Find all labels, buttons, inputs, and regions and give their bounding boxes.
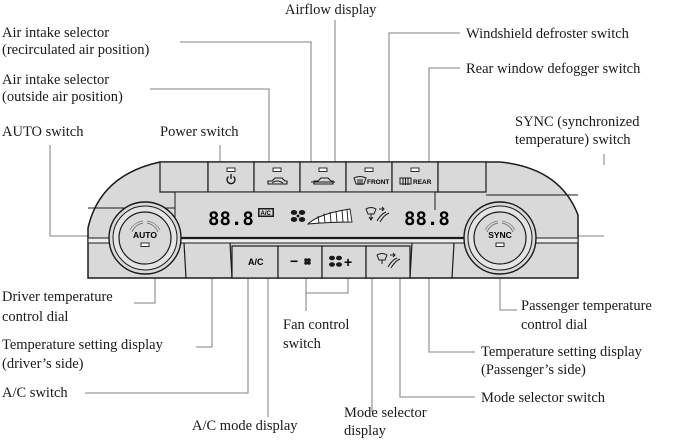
recirc-led	[272, 167, 282, 172]
leader-ac-switch	[85, 275, 249, 394]
rear-defogger-button[interactable]	[391, 161, 439, 193]
power-led	[226, 167, 236, 172]
recirculated-air-icon	[267, 177, 288, 185]
leader-driver-dial	[134, 268, 156, 304]
label-temp-driver-1: Temperature setting display	[2, 337, 163, 353]
mode-selector-display-icon	[365, 206, 390, 223]
ac-button[interactable]	[231, 245, 279, 279]
rear-defogger-icon	[399, 177, 412, 185]
leader-fan-control	[305, 270, 349, 311]
rear-defog-led	[410, 167, 420, 172]
label-air-intake-recirc-1: Air intake selector	[2, 25, 110, 41]
outside-air-button[interactable]	[299, 161, 347, 193]
mode-selector-button[interactable]	[365, 245, 411, 279]
blank-button-right	[437, 161, 487, 193]
label-auto-switch: AUTO switch	[2, 124, 84, 140]
label-air-intake-recirc-2: (recirculated air position)	[2, 42, 150, 58]
auto-button[interactable]: AUTO	[133, 230, 157, 240]
label-rear-defogger: Rear window defogger switch	[466, 61, 641, 77]
label-air-intake-outside-1: Air intake selector	[2, 72, 110, 88]
label-temp-driver-2: (driver’s side)	[2, 356, 84, 372]
label-passenger-dial-2: control dial	[521, 317, 588, 333]
rear-label: REAR	[413, 179, 432, 186]
label-air-intake-outside-2: (outside air position)	[2, 89, 123, 105]
label-sync-1: SYNC (synchronized	[515, 114, 640, 130]
mode-airflow-icon	[376, 252, 401, 269]
recirculated-air-button[interactable]	[253, 161, 301, 193]
fan-plus-sign: +	[344, 254, 352, 270]
fan-large-icon	[329, 255, 342, 267]
airflow-level-bar	[306, 208, 353, 225]
fan-small-icon	[304, 258, 311, 265]
leader-mode-switch	[399, 268, 475, 398]
passenger-temperature-dial[interactable]	[463, 201, 537, 275]
ac-indicator-text: A/C	[261, 211, 272, 217]
label-temp-passenger-2: (Passenger’s side)	[481, 362, 586, 378]
leader-outside	[150, 88, 270, 165]
windshield-defroster-button[interactable]	[345, 161, 393, 193]
label-airflow-display: Airflow display	[285, 2, 377, 18]
label-fan-control-2: switch	[283, 336, 321, 352]
fan-icon	[290, 210, 306, 222]
sync-led	[495, 242, 505, 247]
blank-button-left	[159, 161, 209, 193]
leader-recirc	[180, 41, 312, 165]
front-label: FRONT	[367, 179, 389, 186]
label-mode-selector-display-1: Mode selector	[344, 405, 427, 421]
label-ac-mode-display: A/C mode display	[192, 418, 298, 434]
outside-led	[318, 167, 328, 172]
driver-temp-display: 88.8	[208, 208, 254, 230]
outside-air-icon	[311, 177, 335, 185]
passenger-temp-display: 88.8	[404, 208, 450, 230]
fan-decrease-button[interactable]	[277, 245, 323, 279]
label-temp-passenger-1: Temperature setting display	[481, 344, 642, 360]
label-mode-selector-display-2: display	[344, 423, 386, 439]
sync-button[interactable]: SYNC	[488, 230, 512, 240]
label-passenger-dial-1: Passenger temperature	[521, 298, 652, 314]
driver-temperature-dial[interactable]	[108, 201, 182, 275]
label-sync-2: temperature) switch	[515, 132, 631, 148]
ac-button-text: A/C	[248, 257, 264, 267]
label-fan-control-1: Fan control	[283, 317, 350, 333]
label-mode-selector-switch: Mode selector switch	[481, 390, 606, 406]
leader-passenger-dial	[499, 268, 517, 311]
label-driver-dial-2: control dial	[2, 309, 69, 325]
label-driver-dial-1: Driver temperature	[2, 289, 113, 305]
leader-front-defrost	[388, 32, 460, 165]
auto-led	[140, 242, 150, 247]
label-ac-switch: A/C switch	[2, 385, 68, 401]
windshield-defroster-icon	[353, 176, 367, 185]
leader-rear-defog	[428, 67, 460, 165]
front-defrost-led	[364, 167, 374, 172]
label-windshield-defroster: Windshield defroster switch	[466, 26, 629, 42]
power-icon	[226, 174, 236, 185]
label-power-switch: Power switch	[160, 124, 239, 140]
fan-minus-sign: −	[290, 253, 298, 269]
